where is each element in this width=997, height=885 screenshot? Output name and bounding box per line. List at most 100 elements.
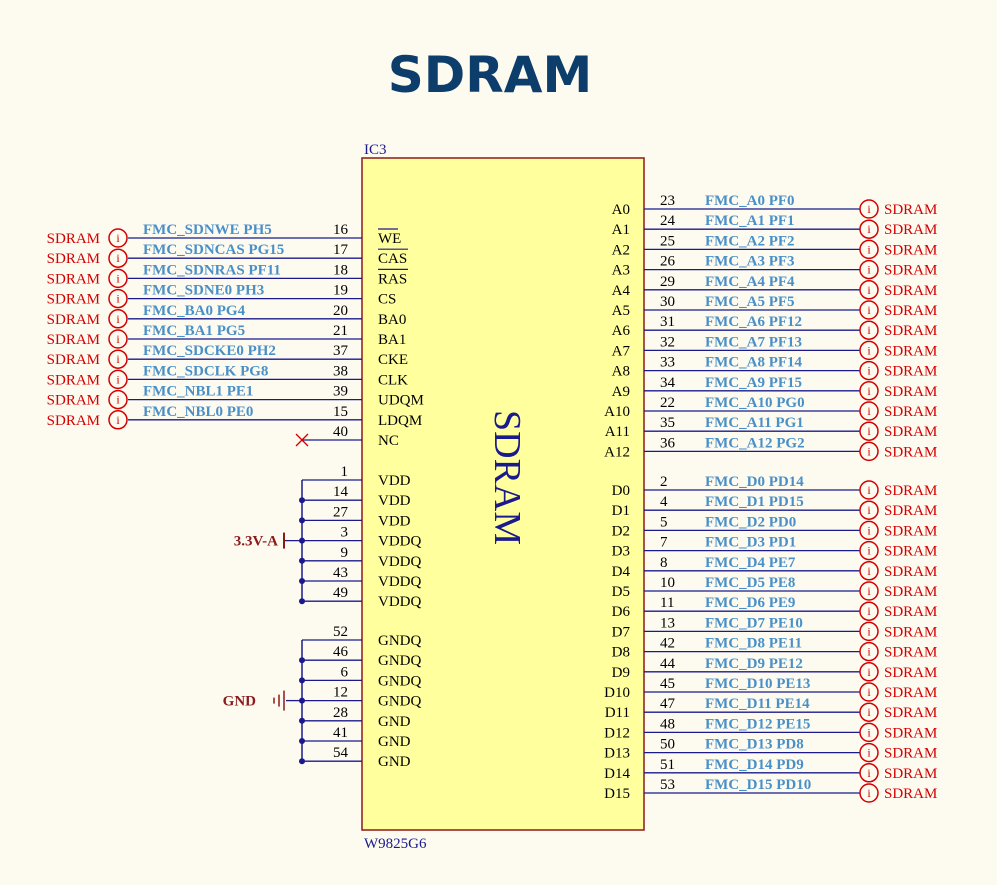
port-icon bbox=[859, 360, 879, 381]
pin-name: A5 bbox=[612, 303, 630, 319]
pin-name: GNDQ bbox=[378, 673, 421, 689]
port-icon bbox=[859, 662, 879, 682]
pin-name: GNDQ bbox=[378, 694, 421, 710]
pin-name: D3 bbox=[612, 544, 630, 560]
pin-name: A1 bbox=[612, 222, 630, 238]
port-label: SDRAM bbox=[884, 222, 937, 238]
net-label: FMC_D13 PD8 bbox=[705, 737, 804, 753]
port-label: SDRAM bbox=[884, 685, 937, 701]
port-label: SDRAM bbox=[47, 332, 100, 348]
pin-name: A2 bbox=[612, 242, 630, 258]
port-icon bbox=[108, 349, 128, 369]
pin-number: 18 bbox=[333, 262, 348, 278]
net-label: FMC_D12 PE15 bbox=[705, 716, 810, 732]
net-label: FMC_D4 PE7 bbox=[705, 555, 796, 571]
pin-number: 17 bbox=[333, 242, 349, 258]
pin-number: 34 bbox=[660, 375, 676, 391]
net-label: FMC_D9 PE12 bbox=[705, 656, 803, 672]
net-label: FMC_D5 PE8 bbox=[705, 575, 795, 591]
net-label: FMC_A12 PG2 bbox=[705, 435, 805, 451]
net-label: FMC_SDCKE0 PH2 bbox=[143, 343, 276, 359]
pin-name: BA1 bbox=[378, 332, 406, 348]
pin-name: WE bbox=[378, 231, 401, 247]
pin-name: A6 bbox=[612, 323, 631, 339]
port-label: SDRAM bbox=[47, 352, 100, 368]
port-symbol: i bbox=[867, 343, 871, 357]
pin-name: D11 bbox=[605, 705, 630, 721]
pin-name: A0 bbox=[612, 202, 630, 218]
port-symbol: i bbox=[867, 584, 871, 598]
pin-number: 1 bbox=[341, 464, 349, 480]
junction-dot bbox=[299, 657, 305, 664]
port-icon bbox=[108, 288, 128, 309]
net-label: FMC_D8 PE11 bbox=[705, 636, 802, 652]
port-label: SDRAM bbox=[47, 271, 100, 287]
port-label: SDRAM bbox=[884, 483, 937, 499]
port-label: SDRAM bbox=[884, 323, 937, 339]
net-label: FMC_D6 PE9 bbox=[705, 595, 795, 611]
port-label: SDRAM bbox=[47, 393, 100, 409]
net-label: FMC_D15 PD10 bbox=[705, 777, 811, 793]
port-icon bbox=[108, 389, 128, 410]
port-label: SDRAM bbox=[884, 725, 937, 741]
port-symbol: i bbox=[867, 766, 871, 780]
net-label: FMC_A7 PF13 bbox=[705, 334, 802, 350]
pin-name: D9 bbox=[612, 665, 630, 681]
port-symbol: i bbox=[116, 413, 120, 427]
pin-name: UDQM bbox=[378, 393, 424, 409]
no-connect-icon bbox=[295, 433, 309, 447]
port-icon bbox=[859, 239, 879, 260]
port-icon bbox=[859, 340, 879, 361]
net-label: FMC_BA1 PG5 bbox=[143, 323, 245, 339]
port-symbol: i bbox=[116, 393, 120, 407]
port-label: SDRAM bbox=[884, 746, 937, 762]
port-label: SDRAM bbox=[884, 665, 937, 681]
pin-number: 19 bbox=[333, 283, 348, 299]
port-symbol: i bbox=[116, 312, 120, 326]
port-symbol: i bbox=[116, 231, 120, 245]
pin-name: VDDQ bbox=[378, 534, 421, 550]
pin-name: BA0 bbox=[378, 312, 406, 328]
pin-number: 10 bbox=[660, 575, 675, 591]
port-label: SDRAM bbox=[884, 523, 937, 539]
pin-name: GND bbox=[378, 754, 411, 770]
port-label: SDRAM bbox=[884, 343, 937, 359]
port-icon bbox=[859, 280, 879, 300]
pin-number: 36 bbox=[660, 435, 676, 451]
port-label: SDRAM bbox=[47, 413, 100, 429]
junction-dot bbox=[299, 517, 305, 524]
pin-number: 16 bbox=[333, 222, 349, 238]
port-icon bbox=[859, 561, 879, 581]
junction-dot bbox=[299, 717, 305, 724]
port-icon bbox=[859, 742, 879, 763]
pin-name: A11 bbox=[605, 424, 630, 440]
junction-dot bbox=[299, 677, 305, 684]
port-icon bbox=[108, 268, 128, 289]
pin-name: D5 bbox=[612, 584, 630, 600]
pin-number: 5 bbox=[660, 514, 668, 530]
port-symbol: i bbox=[867, 283, 871, 297]
port-symbol: i bbox=[116, 292, 120, 306]
port-symbol: i bbox=[867, 222, 871, 236]
port-symbol: i bbox=[867, 263, 871, 277]
pin-name: VDDQ bbox=[378, 554, 421, 570]
pin-number: 20 bbox=[333, 303, 348, 319]
port-icon bbox=[859, 641, 879, 662]
pin-number: 40 bbox=[333, 424, 348, 440]
pin-number: 4 bbox=[660, 494, 668, 510]
port-label: SDRAM bbox=[884, 444, 937, 460]
power-label: 3.3V-A bbox=[234, 534, 278, 550]
port-symbol: i bbox=[116, 332, 120, 346]
port-icon bbox=[859, 259, 879, 280]
pin-name: CAS bbox=[378, 251, 407, 267]
port-label: SDRAM bbox=[884, 424, 937, 440]
pin-number: 9 bbox=[341, 545, 349, 561]
port-icon bbox=[859, 621, 879, 642]
ic-body-label: SDRAM bbox=[486, 410, 528, 545]
port-symbol: i bbox=[867, 544, 871, 558]
port-label: SDRAM bbox=[884, 202, 937, 218]
port-icon bbox=[859, 682, 879, 702]
port-label: SDRAM bbox=[884, 283, 937, 299]
